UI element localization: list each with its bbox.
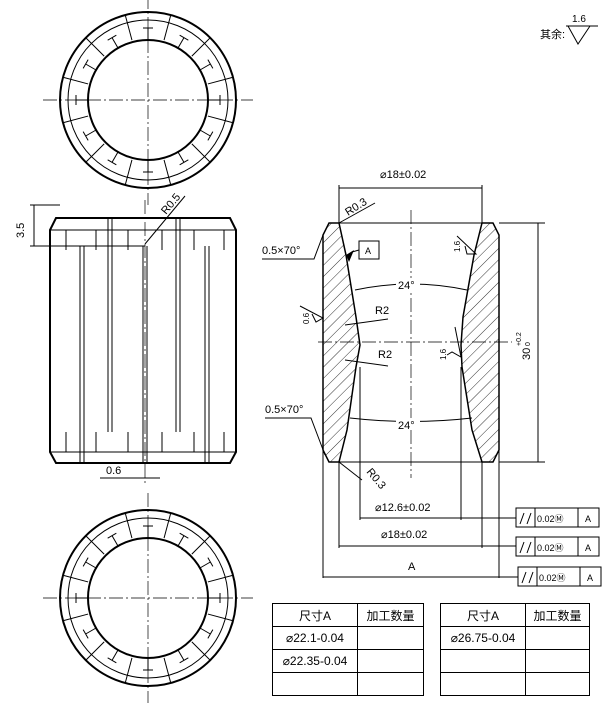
svg-text:R2: R2 <box>375 305 389 317</box>
svg-text:1.6: 1.6 <box>453 240 462 252</box>
tolerance-frame: 0.02Ⓜ A <box>517 566 602 587</box>
svg-text:R0.3: R0.3 <box>343 196 369 218</box>
slot <box>62 76 89 85</box>
slot <box>124 512 133 539</box>
slot <box>163 159 172 186</box>
svg-text:⌀18±0.02: ⌀18±0.02 <box>381 529 427 541</box>
section-view: ⌀18±0.02 R0.3 R0.3 0.5×70° 0.5×70° A 24°… <box>262 169 545 578</box>
slot <box>62 115 89 124</box>
runout-icon <box>519 541 532 554</box>
roughness-note: 其余: 1.6 <box>540 14 598 45</box>
slot <box>124 159 133 186</box>
svg-text:0.6: 0.6 <box>302 312 311 324</box>
dim-radius: R0.5 <box>159 191 183 217</box>
slot <box>124 14 133 41</box>
svg-text:0.02Ⓜ: 0.02Ⓜ <box>537 543 564 553</box>
slot <box>85 37 105 57</box>
tolerance-frame: 0.02Ⓜ A <box>515 507 600 528</box>
slot <box>207 574 234 583</box>
svg-text:1.6: 1.6 <box>572 14 586 25</box>
slot <box>85 641 105 661</box>
runout-icon <box>519 512 532 525</box>
svg-text:0.02Ⓜ: 0.02Ⓜ <box>537 514 564 524</box>
svg-text:+0.2: +0.2 <box>516 332 523 346</box>
slot <box>207 613 234 622</box>
roughness-symbol-icon <box>566 25 598 45</box>
svg-text:0.02Ⓜ: 0.02Ⓜ <box>539 573 566 583</box>
slot <box>163 14 172 41</box>
svg-text:0.5×70°: 0.5×70° <box>265 404 303 416</box>
svg-text:0: 0 <box>525 342 532 346</box>
runout-icon <box>521 571 534 584</box>
svg-text:其余:: 其余: <box>540 27 565 41</box>
slot <box>124 657 133 684</box>
slot <box>85 535 105 555</box>
slot <box>163 512 172 539</box>
side-view: 3.5 R0.5 0.6 <box>15 191 237 485</box>
datum-box <box>358 240 380 260</box>
svg-text:R2: R2 <box>378 349 392 361</box>
slot <box>207 115 234 124</box>
svg-text:0.5×70°: 0.5×70° <box>262 245 300 257</box>
svg-text:30: 30 <box>521 348 533 360</box>
end-view-top <box>43 0 253 205</box>
slot <box>207 76 234 85</box>
svg-text:A: A <box>585 543 591 553</box>
svg-text:24°: 24° <box>398 280 415 292</box>
slot <box>62 574 89 583</box>
end-view-bottom <box>43 493 253 703</box>
svg-text:A: A <box>365 246 371 256</box>
slot <box>191 143 211 163</box>
slot <box>85 143 105 163</box>
slot <box>191 37 211 57</box>
svg-text:1.6: 1.6 <box>439 348 448 360</box>
dim-slot-offset: 3.5 <box>15 223 27 238</box>
svg-text:24°: 24° <box>398 420 415 432</box>
svg-text:R0.3: R0.3 <box>364 466 388 492</box>
svg-text:⌀12.6±0.02: ⌀12.6±0.02 <box>375 502 430 514</box>
tolerance-frame: 0.02Ⓜ A <box>515 536 600 557</box>
svg-text:A: A <box>585 514 591 524</box>
slot <box>191 641 211 661</box>
slot <box>191 535 211 555</box>
svg-text:A: A <box>587 573 593 583</box>
svg-text:A: A <box>408 561 416 573</box>
dim-top-diameter: ⌀18±0.02 <box>380 169 426 181</box>
slot <box>163 657 172 684</box>
slot <box>62 613 89 622</box>
dim-slot-width: 0.6 <box>106 465 121 477</box>
